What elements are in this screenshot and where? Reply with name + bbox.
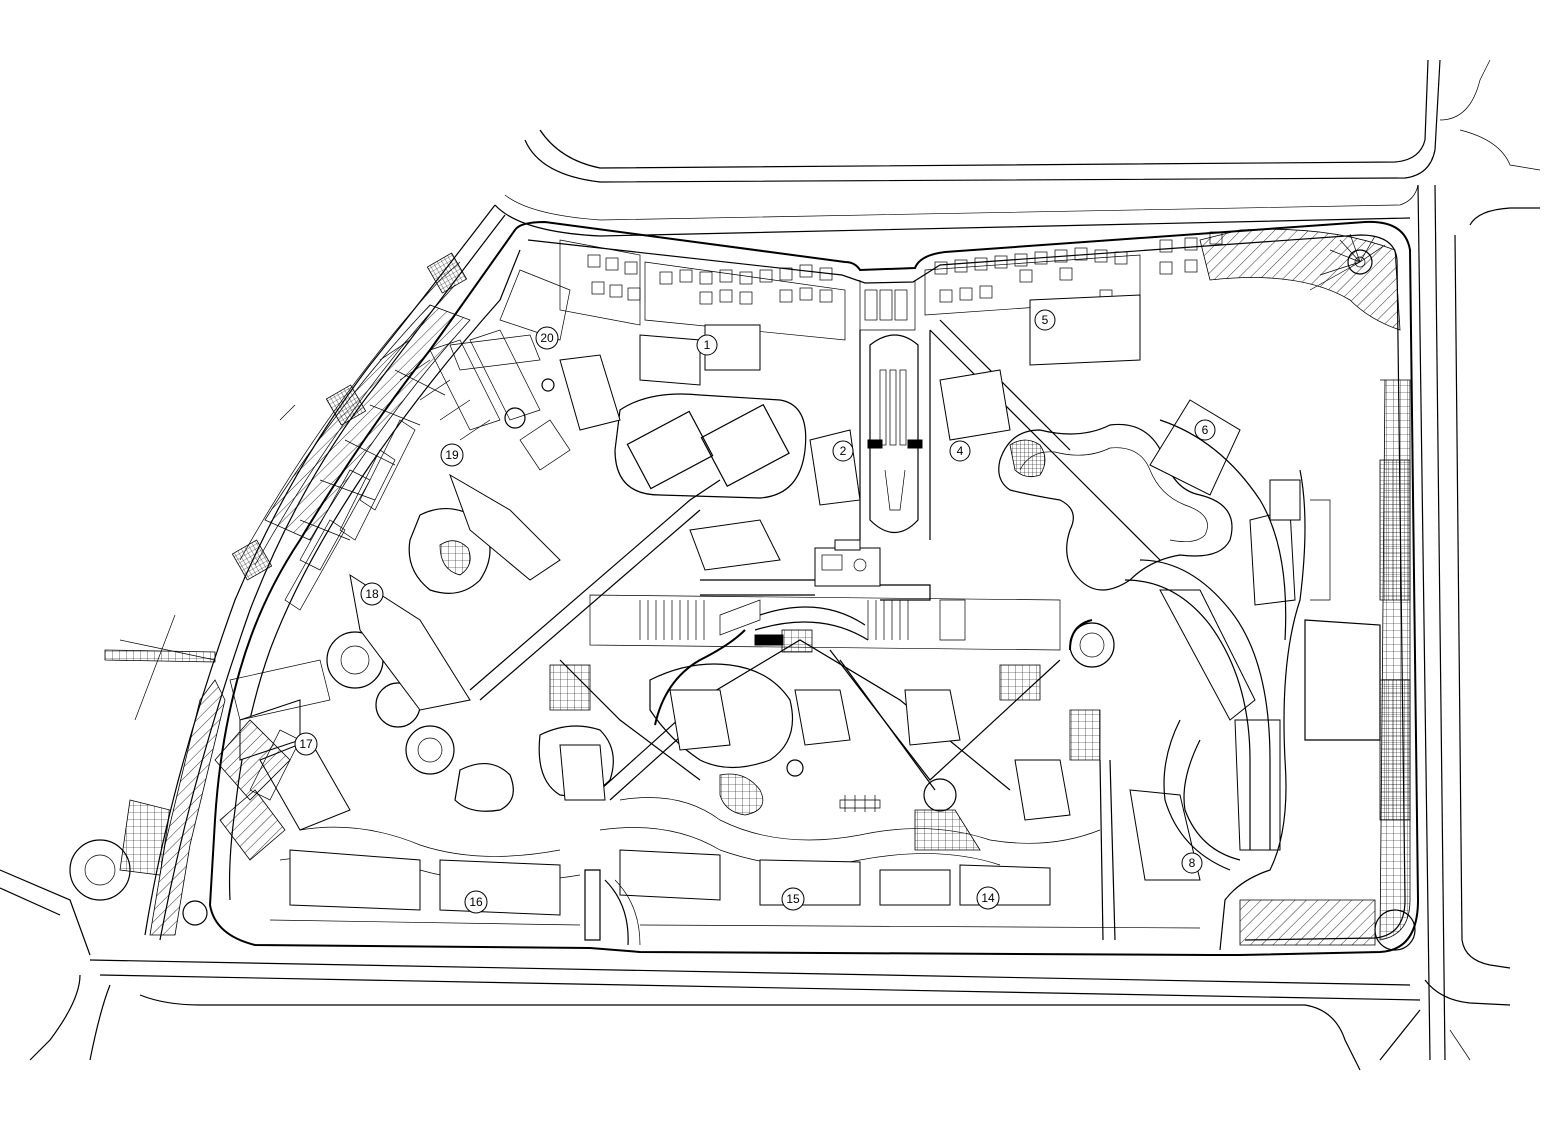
top-right-plaza (1199, 228, 1416, 951)
building-labels: 1 2 4 5 6 8 14 15 (294, 309, 1216, 914)
building-label-18: 18 (360, 582, 384, 606)
building-label-4: 4 (949, 440, 971, 462)
building-label-14: 14 (976, 886, 1000, 910)
svg-text:6: 6 (1202, 423, 1209, 437)
east-crescent-buildings (1124, 419, 1381, 951)
building-label-2: 2 (832, 440, 854, 462)
residential-buildings (239, 294, 1301, 916)
svg-text:15: 15 (786, 892, 800, 906)
central-plaza (589, 594, 1115, 668)
building-label-6: 6 (1194, 419, 1216, 441)
building-label-17: 17 (294, 732, 318, 756)
svg-text:17: 17 (299, 737, 313, 751)
building-label-15: 15 (781, 887, 805, 911)
building-label-19: 19 (440, 443, 464, 467)
site-boundary (208, 220, 1420, 956)
svg-text:14: 14 (981, 891, 995, 905)
clubhouse (700, 539, 931, 601)
svg-text:16: 16 (469, 895, 483, 909)
diagonal-paths (469, 319, 1161, 941)
central-axis (859, 330, 931, 540)
building-label-8: 8 (1181, 852, 1203, 874)
svg-text:4: 4 (957, 444, 964, 458)
boardwalk (654, 629, 881, 812)
north-garden-plots (559, 231, 1223, 341)
svg-text:2: 2 (840, 444, 847, 458)
plaza-circles (69, 378, 957, 926)
building-label-1: 1 (696, 334, 718, 356)
tennis-court-area (519, 393, 807, 499)
svg-text:18: 18 (365, 587, 379, 601)
svg-text:20: 20 (540, 331, 554, 345)
south-entrance (269, 869, 1201, 946)
svg-text:8: 8 (1189, 856, 1196, 870)
svg-text:1: 1 (704, 338, 711, 352)
building-label-5: 5 (1034, 309, 1056, 331)
svg-text:5: 5 (1042, 313, 1049, 327)
northwest-row-buildings (284, 269, 571, 611)
building-label-20: 20 (535, 326, 559, 350)
landscape-ponds (279, 423, 1233, 882)
building-label-16: 16 (464, 890, 488, 914)
riverside-walkway (104, 252, 471, 936)
svg-text:19: 19 (445, 448, 459, 462)
